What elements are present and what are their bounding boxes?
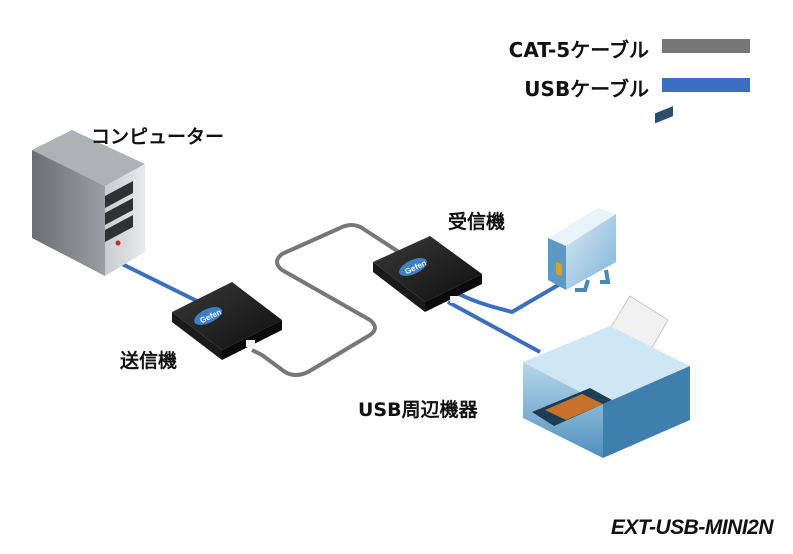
transmitter-label: 送信機 bbox=[120, 350, 178, 372]
computer-tower-icon bbox=[32, 130, 145, 276]
model-number: EXT-USB-MINI2N bbox=[610, 516, 774, 539]
legend-usb-label: USBケーブル bbox=[524, 77, 649, 101]
usb-cable-computer-to-transmitter bbox=[117, 260, 206, 307]
receiver-label: 受信機 bbox=[448, 211, 506, 233]
usb-hub-icon bbox=[548, 208, 616, 292]
cat5-cable-loop bbox=[251, 223, 410, 377]
transmitter-box-icon: Gefen bbox=[172, 282, 282, 360]
legend-usb-swatch bbox=[662, 78, 750, 92]
computer-label: コンピューター bbox=[91, 126, 225, 148]
legend-cat5-swatch bbox=[662, 39, 750, 53]
legend-cat5-label: CAT-5ケーブル bbox=[508, 38, 649, 62]
usb-cable-receiver-to-printer bbox=[447, 300, 541, 354]
printer-icon bbox=[523, 106, 690, 458]
usb-peripherals-label: USB周辺機器 bbox=[358, 399, 478, 421]
receiver-box-icon: Gefen bbox=[373, 236, 482, 312]
